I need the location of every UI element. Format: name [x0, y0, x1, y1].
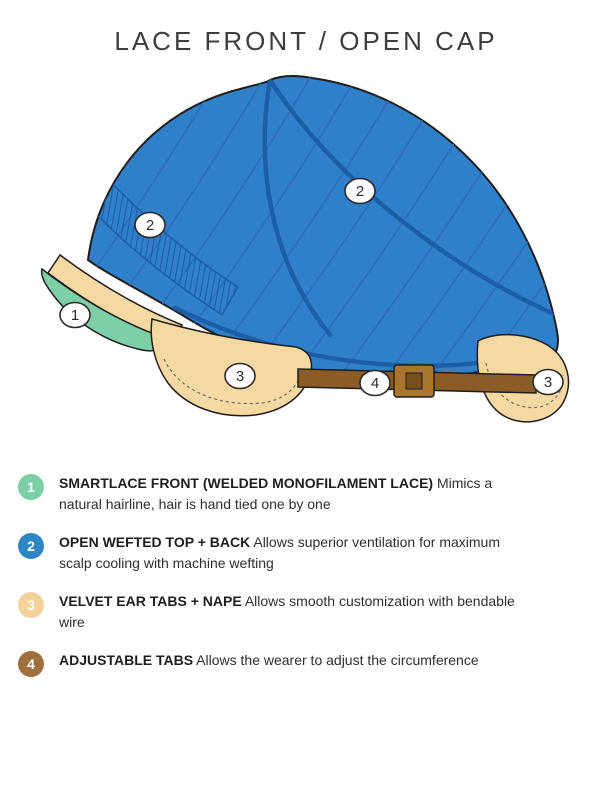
- legend-item-smartlace-front: 1 SMARTLACE FRONT (WELDED MONOFILAMENT L…: [18, 473, 592, 515]
- legend-bullet-3: 3: [18, 592, 44, 618]
- legend-description: Allows smooth customization with bendabl…: [59, 593, 515, 630]
- legend-label: SMARTLACE FRONT (WELDED MONOFILAMENT LAC…: [59, 475, 434, 491]
- legend-text-2: OPEN WEFTED TOP + BACK Allows superior v…: [59, 532, 527, 574]
- legend-description: Mimics a natural hairline, hair is hand …: [59, 475, 493, 512]
- legend-item-adjustable-tabs: 4 ADJUSTABLE TABS Allows the wearer to a…: [18, 650, 592, 677]
- legend-description: Allows superior ventilation for maximum …: [59, 534, 500, 571]
- legend-label: OPEN WEFTED TOP + BACK: [59, 534, 251, 550]
- legend-bullet-1: 1: [18, 474, 44, 500]
- left-ear-tab-stitching: [163, 358, 303, 405]
- page-title: LACE FRONT / OPEN CAP: [114, 26, 498, 56]
- legend-item-open-wefted: 2 OPEN WEFTED TOP + BACK Allows superior…: [18, 532, 592, 574]
- legend-bullet-2: 2: [18, 533, 44, 559]
- badge-label: 3: [236, 368, 244, 385]
- cap-texture: [88, 75, 558, 379]
- wig-cap-diagram: 1 2 2 3 3: [0, 63, 612, 463]
- badge-label: 2: [356, 183, 364, 200]
- badge-open-wefted-back: 2: [344, 177, 376, 205]
- legend-text-3: VELVET EAR TABS + NAPE Allows smooth cus…: [59, 591, 527, 633]
- badge-smartlace-front: 1: [59, 301, 91, 329]
- legend-text-4: ADJUSTABLE TABS Allows the wearer to adj…: [59, 650, 527, 671]
- callout-badges: 1 2 2 3 3: [59, 177, 564, 397]
- badge-label: 2: [146, 217, 154, 234]
- badge-label: 4: [371, 375, 379, 392]
- legend: 1 SMARTLACE FRONT (WELDED MONOFILAMENT L…: [18, 473, 592, 677]
- legend-text-1: SMARTLACE FRONT (WELDED MONOFILAMENT LAC…: [59, 473, 527, 515]
- badge-open-wefted-front: 2: [134, 211, 166, 239]
- badge-ear-tab-left: 3: [224, 362, 256, 390]
- lace-front: [40, 267, 165, 352]
- legend-bullet-4: 4: [18, 651, 44, 677]
- badge-label: 3: [544, 374, 552, 391]
- strap-buckle-notch: [405, 372, 423, 390]
- legend-label: VELVET EAR TABS + NAPE: [59, 593, 242, 609]
- badge-label: 1: [71, 307, 79, 324]
- legend-item-velvet-ear-tabs: 3 VELVET EAR TABS + NAPE Allows smooth c…: [18, 591, 592, 633]
- legend-label: ADJUSTABLE TABS: [59, 652, 194, 668]
- badge-nape-right: 3: [532, 368, 564, 396]
- wig-cap-illustration: 1 2 2 3 3: [40, 74, 570, 423]
- badge-adjustable-tabs: 4: [359, 369, 391, 397]
- legend-description: Allows the wearer to adjust the circumfe…: [196, 652, 479, 668]
